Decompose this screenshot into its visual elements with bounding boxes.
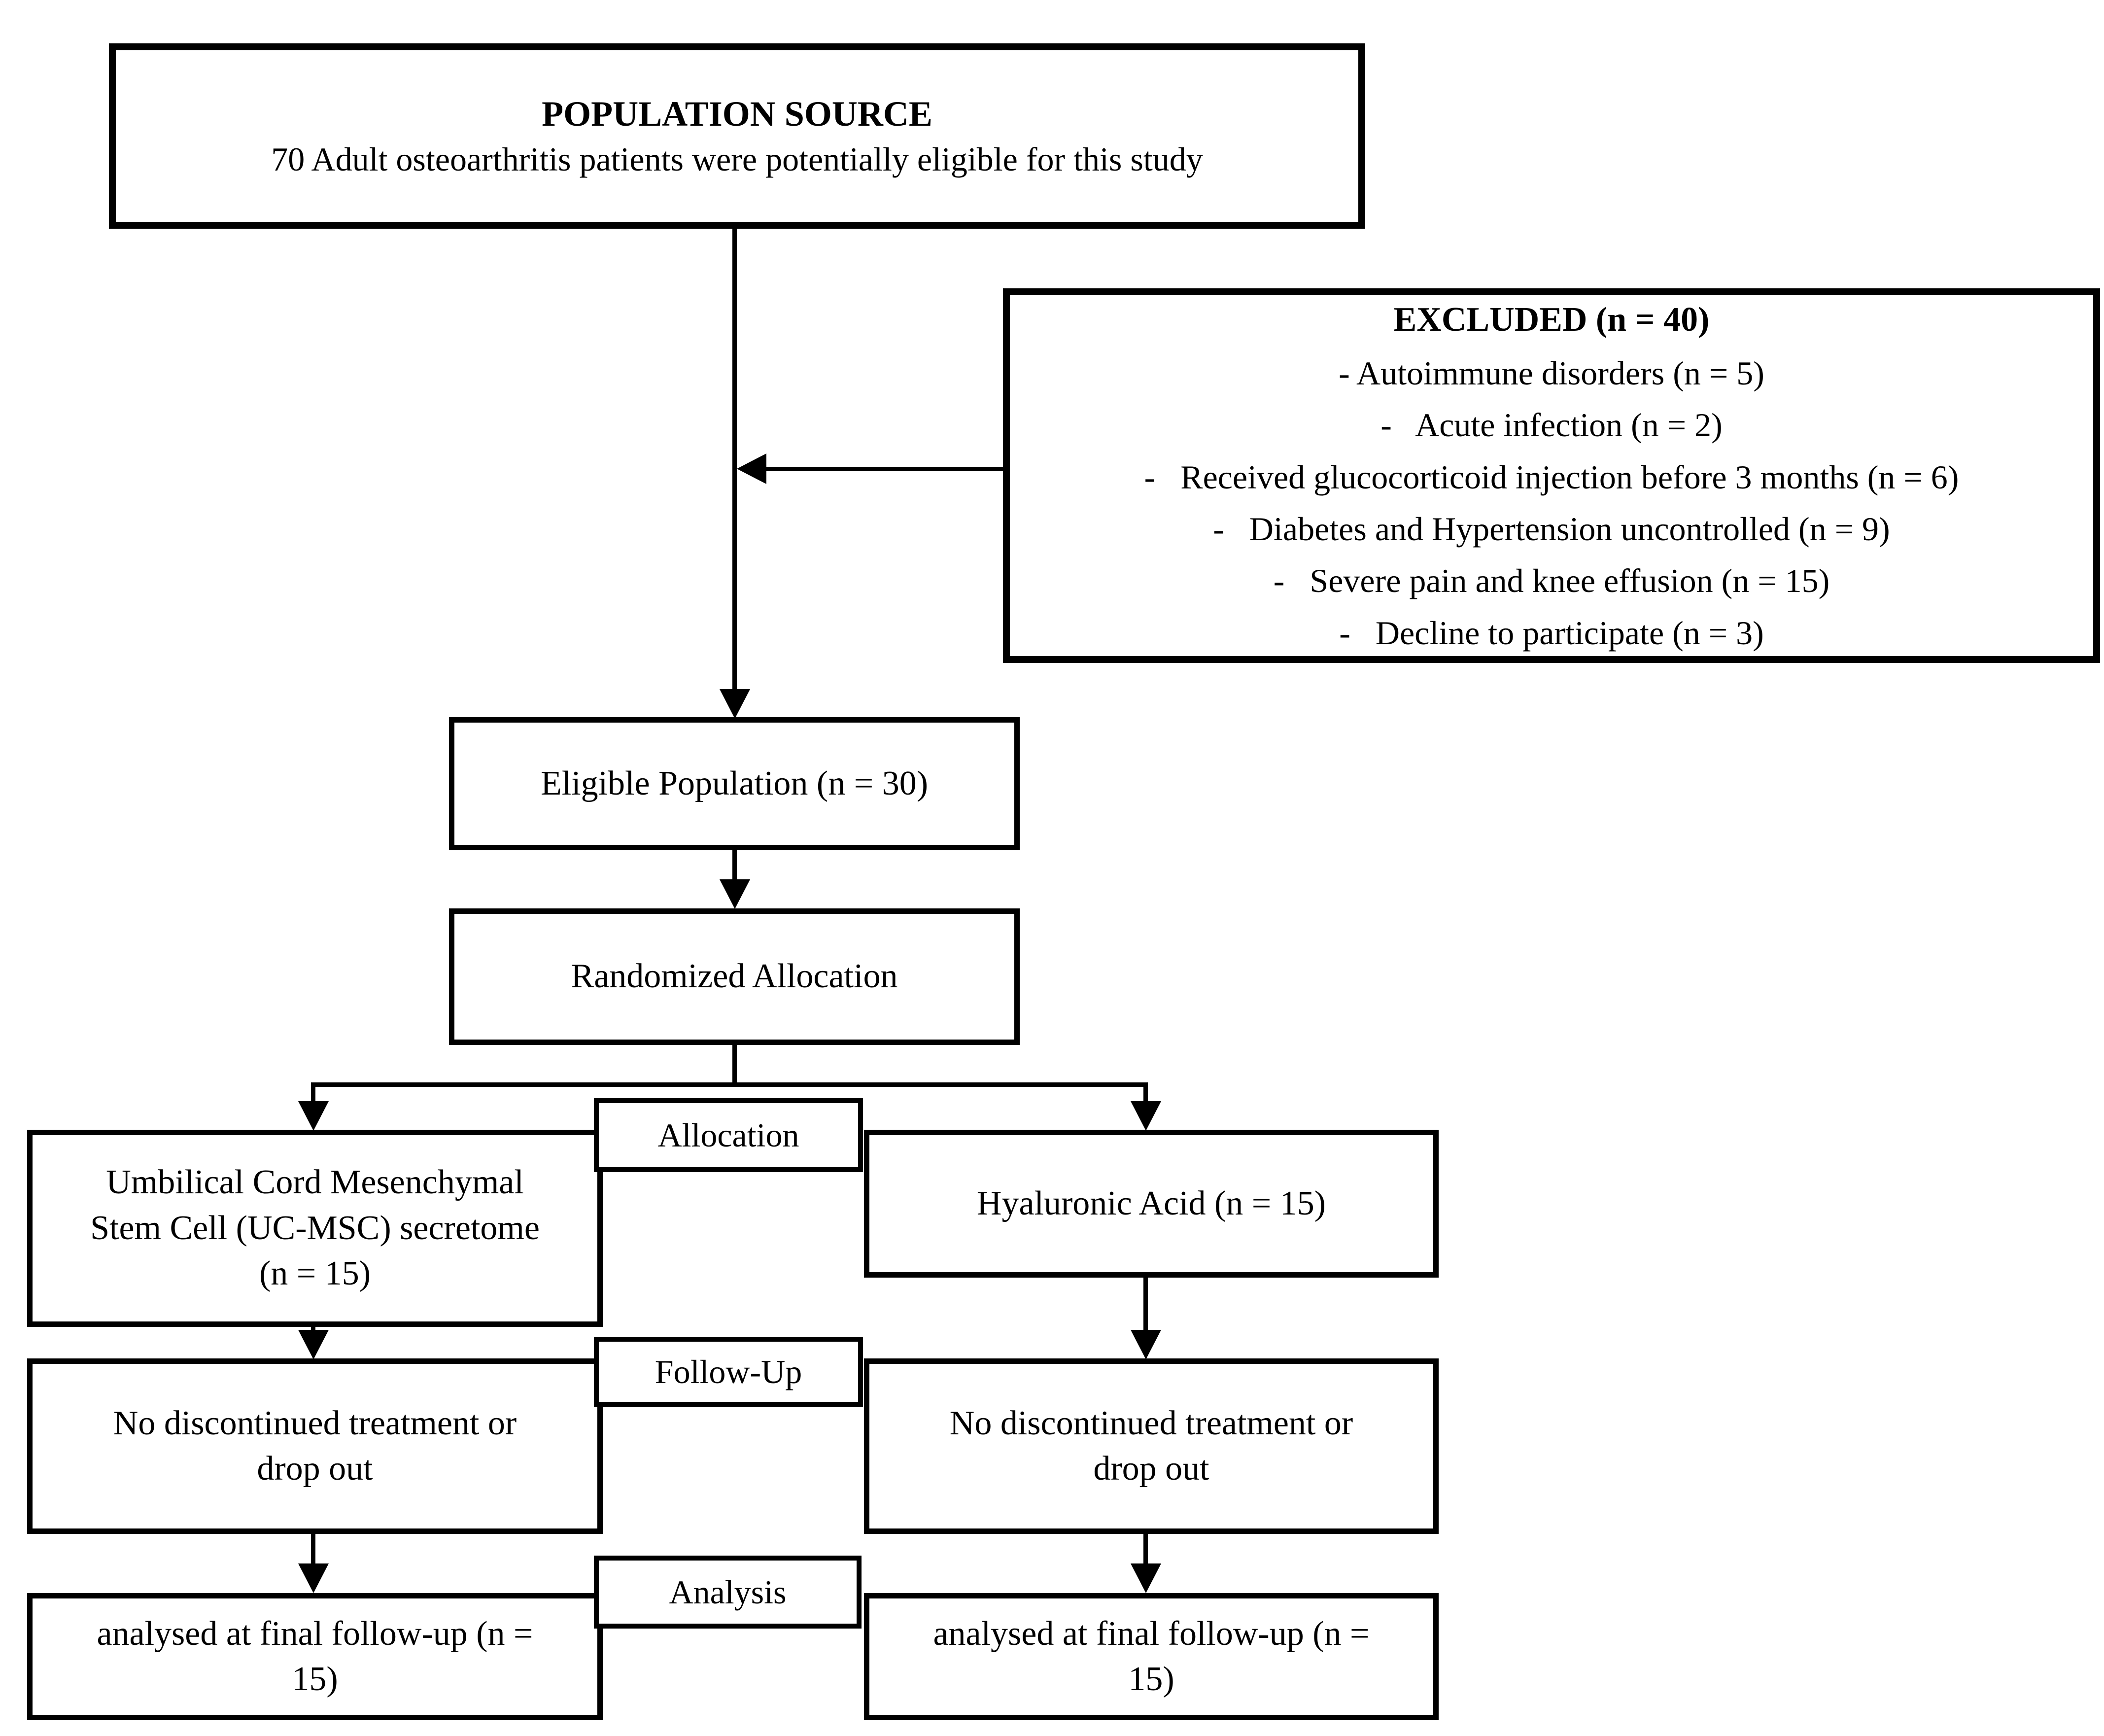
hyaluronic-allocation-label: Hyaluronic Acid (n = 15) [976, 1184, 1326, 1222]
excluded-item: - Autoimmune disorders (n = 5) [1339, 354, 1764, 392]
excluded-item: - Received glucocorticoid injection befo… [1144, 458, 1959, 496]
eligible-population-label: Eligible Population (n = 30) [540, 764, 929, 802]
eligible-population-box: Eligible Population (n = 30) [449, 717, 1020, 850]
arrowhead-to-hyaluronic [1131, 1101, 1161, 1131]
ucmsc-allocation-label: Umbilical Cord Mesenchymal Stem Cell (UC… [90, 1163, 540, 1293]
arrowhead-right-followup [1131, 1330, 1161, 1359]
arrowhead-to-randomized [720, 879, 750, 909]
followup-stage-label-text: Follow-Up [655, 1353, 802, 1390]
arrowhead-excluded [737, 453, 766, 484]
flow-line-eligible-randomized [732, 850, 737, 882]
right-followup-box: No discontinued treatment or drop out [864, 1358, 1439, 1534]
left-analysis-line [311, 1534, 315, 1566]
excluded-item: - Diabetes and Hypertension uncontrolled… [1213, 510, 1890, 548]
arrowhead-left-followup [298, 1330, 329, 1359]
analysis-stage-label: Analysis [594, 1556, 862, 1629]
population-source-box: POPULATION SOURCE 70 Adult osteoarthriti… [109, 43, 1365, 229]
arrowhead-to-eligible [720, 689, 750, 719]
left-followup-label: No discontinued treatment or drop out [113, 1404, 517, 1488]
arrowhead-right-analysis [1131, 1563, 1161, 1593]
allocation-stage-label: Allocation [594, 1098, 863, 1172]
right-analysis-box: analysed at final follow-up (n = 15) [864, 1593, 1439, 1720]
branch-distribution-line [311, 1082, 1148, 1087]
excluded-title: EXCLUDED (n = 40) [1393, 300, 1710, 339]
branch-stub-line [732, 1045, 737, 1086]
population-source-title: POPULATION SOURCE [542, 94, 932, 134]
excluded-connector-line [764, 467, 1003, 471]
left-branch-line [311, 1082, 315, 1103]
right-analysis-line [1143, 1534, 1148, 1566]
randomized-allocation-label: Randomized Allocation [571, 957, 898, 996]
right-analysis-label: analysed at final follow-up (n = 15) [933, 1614, 1370, 1698]
excluded-item: - Acute infection (n = 2) [1380, 406, 1723, 444]
arrowhead-to-ucmsc [298, 1101, 329, 1131]
right-followup-label: No discontinued treatment or drop out [949, 1404, 1353, 1488]
main-flow-line [732, 229, 737, 693]
ucmsc-allocation-box: Umbilical Cord Mesenchymal Stem Cell (UC… [27, 1130, 603, 1327]
right-branch-line [1143, 1082, 1148, 1103]
right-followup-line [1143, 1278, 1148, 1333]
left-analysis-box: analysed at final follow-up (n = 15) [27, 1593, 603, 1720]
left-followup-box: No discontinued treatment or drop out [27, 1358, 603, 1534]
arrowhead-left-analysis [298, 1563, 329, 1593]
population-source-subtitle: 70 Adult osteoarthritis patients were po… [271, 140, 1203, 178]
followup-stage-label: Follow-Up [594, 1337, 863, 1407]
excluded-item: - Severe pain and knee effusion (n = 15) [1273, 562, 1830, 600]
hyaluronic-allocation-box: Hyaluronic Acid (n = 15) [864, 1130, 1439, 1278]
allocation-stage-label-text: Allocation [657, 1116, 799, 1154]
excluded-item: - Decline to participate (n = 3) [1339, 614, 1764, 652]
excluded-box: EXCLUDED (n = 40) - Autoimmune disorders… [1003, 288, 2100, 663]
analysis-stage-label-text: Analysis [669, 1573, 787, 1611]
randomized-allocation-box: Randomized Allocation [449, 908, 1020, 1045]
left-analysis-label: analysed at final follow-up (n = 15) [97, 1614, 533, 1698]
